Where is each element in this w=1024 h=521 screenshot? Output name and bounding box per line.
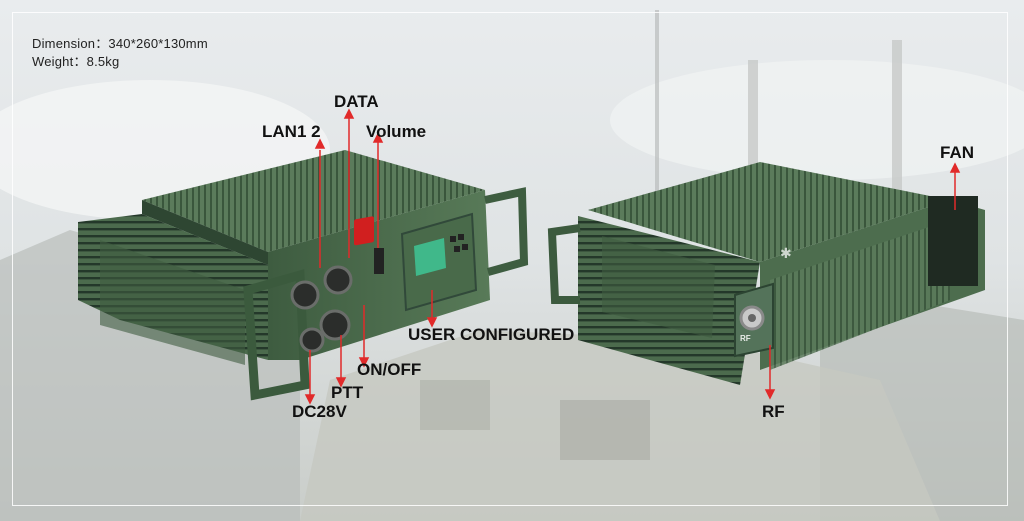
svg-text:✱: ✱ (780, 246, 792, 262)
weight-spec: Weight8.5kg (32, 51, 119, 70)
callout-lan: LAN1 2 (262, 122, 321, 141)
callout-user-configured: USER CONFIGURED (408, 325, 575, 344)
weight-label: Weight (32, 54, 87, 69)
callout-volume: Volume (366, 122, 427, 141)
rf-port-label: RF (740, 334, 751, 343)
weight-value: 8.5kg (86, 54, 120, 69)
dimension-spec: Dimension340*260*130mm (32, 33, 208, 52)
callout-dc28v: DC28V (292, 402, 347, 421)
right-device: ✱ (547, 162, 985, 385)
callout-rf: RF (762, 402, 785, 421)
dimension-label: Dimension (32, 36, 108, 51)
power-switch (354, 216, 374, 246)
dimension-value: 340*260*130mm (108, 36, 208, 51)
callout-fan: FAN (940, 143, 974, 162)
callout-arrows (304, 108, 961, 405)
callout-data: DATA (334, 92, 379, 111)
callout-on-off: ON/OFF (357, 360, 422, 379)
callout-ptt: PTT (331, 383, 364, 402)
